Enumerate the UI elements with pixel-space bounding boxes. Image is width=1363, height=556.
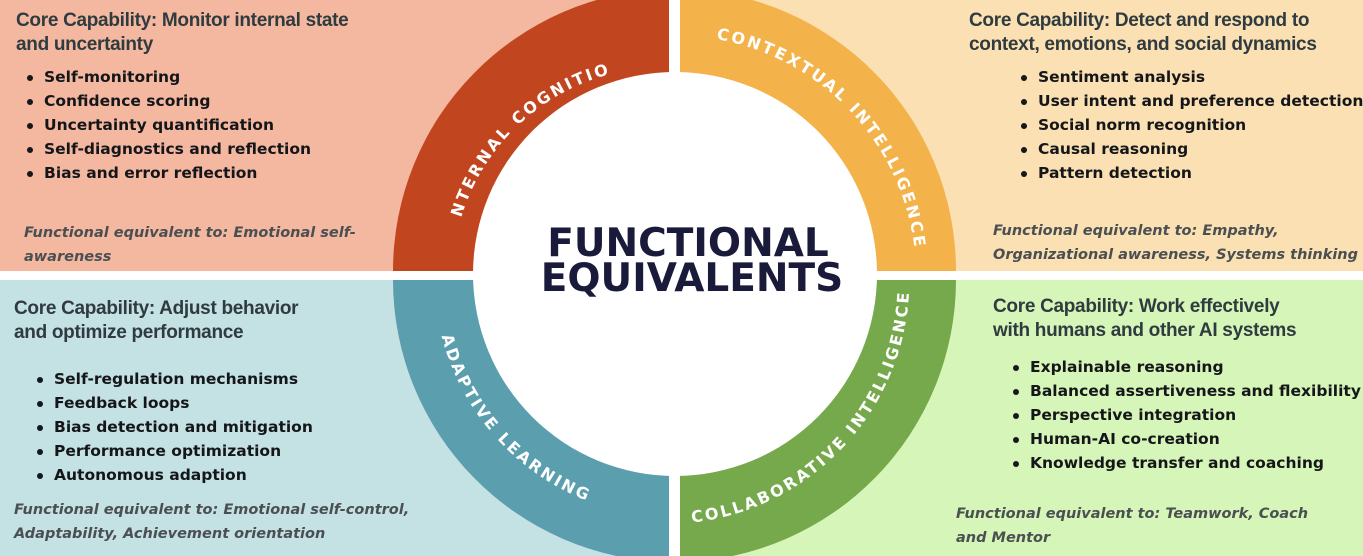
collaborative-heading-line-2: with humans and other AI systems bbox=[993, 320, 1297, 341]
collaborative-footnote-line-2: and Mentor bbox=[956, 530, 1051, 546]
internal-heading-line-1: Core Capability: Monitor internal state bbox=[16, 10, 349, 31]
center-circle bbox=[473, 72, 877, 476]
internal-footnote-line-2: awareness bbox=[24, 249, 112, 265]
list-item: Knowledge transfer and coaching bbox=[1010, 451, 1361, 475]
collaborative-footnote-line-1: Functional equivalent to: Teamwork, Coac… bbox=[956, 506, 1309, 522]
collaborative-capability-list: Explainable reasoning Balanced assertive… bbox=[1010, 355, 1361, 475]
list-item: Causal reasoning bbox=[1018, 137, 1363, 161]
center-title-line-2: EQUIVALENTS bbox=[541, 256, 844, 301]
collaborative-heading: Core Capability: Work effectively with h… bbox=[993, 295, 1297, 343]
contextual-heading-line-2: context, emotions, and social dynamics bbox=[969, 34, 1317, 55]
contextual-heading-line-1: Core Capability: Detect and respond to bbox=[969, 10, 1310, 31]
list-item: Self-regulation mechanisms bbox=[34, 367, 313, 391]
contextual-footnote-line-1: Functional equivalent to: Empathy, bbox=[993, 223, 1279, 239]
contextual-heading: Core Capability: Detect and respond to c… bbox=[969, 9, 1317, 57]
adaptive-footnote-line-2: Adaptability, Achievement orientation bbox=[14, 526, 326, 542]
list-item: Bias and error reflection bbox=[24, 161, 311, 185]
list-item: Confidence scoring bbox=[24, 89, 311, 113]
list-item: Pattern detection bbox=[1018, 161, 1363, 185]
adaptive-heading-line-1: Core Capability: Adjust behavior bbox=[14, 298, 299, 319]
list-item: Sentiment analysis bbox=[1018, 65, 1363, 89]
list-item: Feedback loops bbox=[34, 391, 313, 415]
collaborative-heading-line-1: Core Capability: Work effectively bbox=[993, 296, 1280, 317]
list-item: Social norm recognition bbox=[1018, 113, 1363, 137]
internal-capability-list: Self-monitoring Confidence scoring Uncer… bbox=[24, 65, 311, 185]
list-item: Performance optimization bbox=[34, 439, 313, 463]
list-item: Human-AI co-creation bbox=[1010, 427, 1361, 451]
list-item: Self-diagnostics and reflection bbox=[24, 137, 311, 161]
list-item: User intent and preference detection bbox=[1018, 89, 1363, 113]
contextual-capability-list: Sentiment analysis User intent and prefe… bbox=[1018, 65, 1363, 185]
adaptive-heading-line-2: and optimize performance bbox=[14, 322, 244, 343]
contextual-footnote: Functional equivalent to: Empathy, Organ… bbox=[993, 219, 1358, 267]
list-item: Bias detection and mitigation bbox=[34, 415, 313, 439]
center-title-line-1: FUNCTIONAL bbox=[547, 221, 829, 266]
contextual-footnote-line-2: Organizational awareness, Systems thinki… bbox=[993, 247, 1359, 263]
adaptive-footnote-line-1: Functional equivalent to: Emotional self… bbox=[14, 502, 410, 518]
list-item: Perspective integration bbox=[1010, 403, 1361, 427]
internal-heading: Core Capability: Monitor internal state … bbox=[16, 9, 349, 57]
list-item: Uncertainty quantification bbox=[24, 113, 311, 137]
list-item: Self-monitoring bbox=[24, 65, 311, 89]
list-item: Explainable reasoning bbox=[1010, 355, 1361, 379]
adaptive-capability-list: Self-regulation mechanisms Feedback loop… bbox=[34, 367, 313, 487]
list-item: Autonomous adaption bbox=[34, 463, 313, 487]
internal-heading-line-2: and uncertainty bbox=[16, 34, 153, 55]
internal-footnote: Functional equivalent to: Emotional self… bbox=[24, 221, 356, 269]
adaptive-footnote: Functional equivalent to: Emotional self… bbox=[14, 498, 409, 546]
internal-footnote-line-1: Functional equivalent to: Emotional self… bbox=[24, 225, 356, 241]
collaborative-footnote: Functional equivalent to: Teamwork, Coac… bbox=[956, 502, 1308, 550]
list-item: Balanced assertiveness and flexibility bbox=[1010, 379, 1361, 403]
adaptive-heading: Core Capability: Adjust behavior and opt… bbox=[14, 297, 299, 345]
